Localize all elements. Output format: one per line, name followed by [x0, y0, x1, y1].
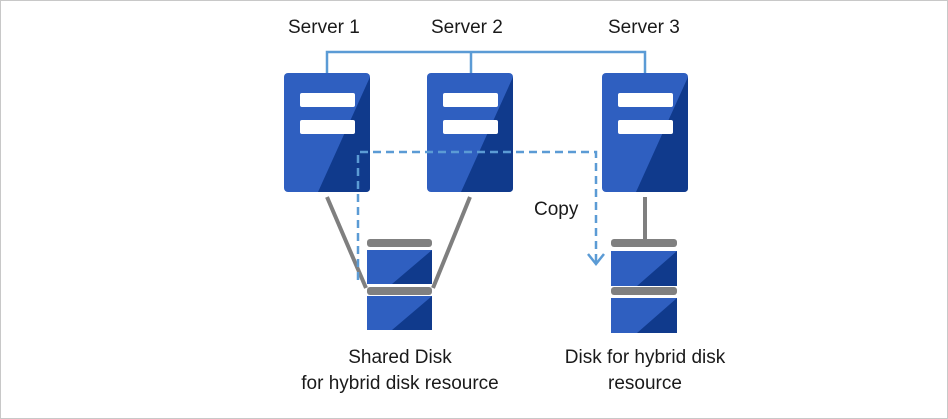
- server-3-icon: [602, 73, 688, 192]
- shared-disk-label-line2: for hybrid disk resource: [301, 373, 499, 394]
- server-2-icon: [427, 73, 513, 192]
- hybrid-disk-label-line2: resource: [608, 373, 682, 394]
- network-line: [325, 50, 647, 73]
- shared-disk-connectors: [325, 196, 472, 289]
- shared-disk-icon: [367, 239, 432, 330]
- server-1-label: Server 1: [288, 17, 360, 38]
- copy-label: Copy: [534, 199, 579, 220]
- hybrid-disk-label-line1: Disk for hybrid disk: [564, 347, 726, 368]
- server-2-label: Server 2: [431, 17, 503, 38]
- copy-arrow: [356, 150, 605, 280]
- shared-disk-label-line1: Shared Disk: [348, 347, 452, 368]
- server-1-icon: [284, 73, 370, 192]
- hybrid-disk-icon: [611, 239, 677, 333]
- server-3-label: Server 3: [608, 17, 680, 38]
